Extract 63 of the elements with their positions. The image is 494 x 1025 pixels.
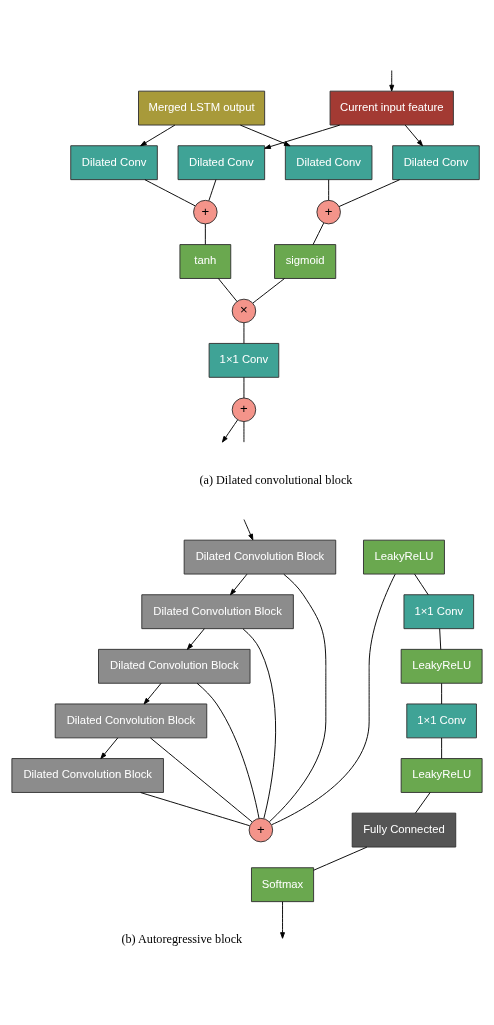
node-box: 1×1 Conv (406, 703, 477, 738)
node-box: LeakyReLU (363, 539, 445, 574)
connector (414, 791, 431, 814)
connector (243, 321, 245, 344)
node-circle: + (231, 397, 257, 422)
node-box: Dilated Convolution Block (183, 539, 337, 574)
connector (243, 420, 245, 443)
connector (313, 846, 368, 871)
arrow (100, 737, 119, 759)
arrow (229, 573, 248, 595)
node-box: Softmax (251, 866, 315, 902)
node-box: LeakyReLU (400, 648, 483, 684)
connector (252, 277, 285, 303)
arrow (280, 900, 285, 939)
node-box: Dilated Convolution Block (54, 703, 208, 738)
node-box: Current input feature (329, 90, 454, 125)
node-box: Dilated Conv (70, 144, 158, 180)
node-box: Dilated Conv (284, 144, 373, 180)
connector (328, 178, 330, 201)
node-circle: + (248, 817, 274, 842)
node-box: Dilated Convolution Block (98, 648, 251, 684)
connector (414, 573, 429, 595)
arrow (143, 682, 162, 704)
arrow (221, 419, 239, 443)
connector (196, 682, 260, 819)
arrow (243, 518, 254, 540)
connector (439, 627, 442, 650)
node-circle: + (316, 199, 341, 224)
connector (208, 178, 217, 201)
node-box: Merged LSTM output (138, 90, 266, 125)
node-circle: × (231, 298, 257, 323)
connector (217, 277, 238, 302)
node-box: LeakyReLU (400, 757, 483, 793)
node-box: sigmoid (274, 243, 337, 279)
node-box: Dilated Convolution Block (11, 757, 164, 793)
arrow (264, 124, 341, 149)
connector (140, 791, 251, 826)
arrow (140, 124, 176, 146)
connector (242, 628, 277, 819)
node-box: Dilated Conv (392, 144, 480, 180)
arrow (239, 124, 291, 146)
arrow (186, 627, 205, 650)
connector (204, 223, 206, 245)
connector (338, 178, 401, 207)
connector (271, 573, 396, 825)
node-box: Dilated Conv (177, 144, 266, 180)
node-box: 1×1 Conv (403, 593, 475, 629)
label: (b) Autoregressive block (121, 930, 243, 945)
connector (243, 376, 245, 398)
node-box: tanh (179, 243, 232, 279)
node-box: Dilated Convolution Block (141, 593, 294, 629)
arrow (389, 69, 395, 91)
label: (a) Dilated convolutional block (199, 472, 353, 487)
node-circle: + (193, 199, 218, 224)
node-box: 1×1 Conv (208, 342, 280, 378)
connector (144, 178, 196, 206)
connector (149, 736, 253, 822)
connector (312, 222, 325, 245)
connector (268, 573, 327, 822)
arrow (404, 124, 423, 146)
node-box: Fully Connected (351, 812, 457, 847)
connector (441, 682, 443, 704)
connector (441, 737, 443, 759)
